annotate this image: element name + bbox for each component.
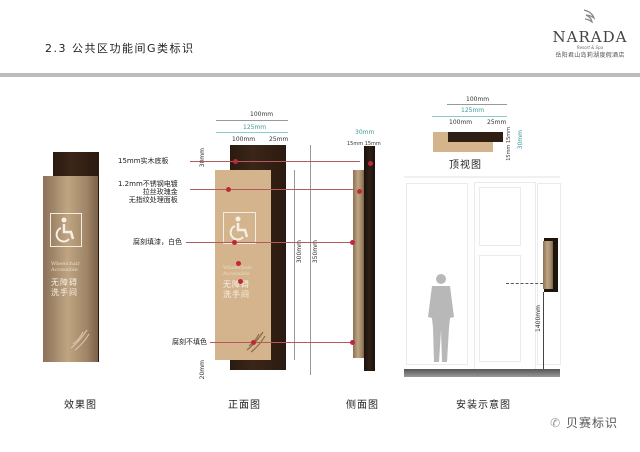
height-dim-line bbox=[543, 292, 544, 369]
side-wood-backing bbox=[364, 146, 375, 371]
dim-front-top-margin: 30mm bbox=[199, 148, 206, 168]
annotation-etch-no-fill: 腐刻不填色 bbox=[172, 338, 207, 346]
caption-install-view: 安装示意图 bbox=[456, 400, 511, 411]
sign-chinese-text: 无障碍洗手间 bbox=[51, 278, 78, 297]
caption-top-view: 顶视图 bbox=[449, 160, 482, 171]
annotation-panel-material: 1.2mm不锈钢电镀 拉丝玫瑰金 无指纹处理面板 bbox=[118, 180, 178, 204]
annotation-dot bbox=[232, 240, 237, 245]
dim-install-height: 1400mm bbox=[535, 305, 542, 332]
side-metal-panel bbox=[353, 170, 364, 358]
top-wood-backing bbox=[448, 132, 503, 142]
person-silhouette-icon bbox=[425, 272, 457, 368]
dim-line bbox=[216, 132, 288, 133]
caption-side-view: 侧面图 bbox=[346, 400, 379, 411]
dim-top-layers: 15mm 15mm bbox=[506, 127, 512, 161]
brand-logo: NARADA Resort & Spa 岳阳君山岛莉湖度假酒店 bbox=[545, 8, 635, 61]
door-panel-upper bbox=[479, 187, 521, 246]
annotation-dot bbox=[350, 340, 355, 345]
dim-top-panel: 100mm bbox=[449, 119, 473, 126]
dim-front-panel-width: 100mm bbox=[232, 136, 256, 143]
brand-tagline: Resort & Spa bbox=[576, 45, 604, 50]
annotation-dot bbox=[236, 261, 241, 266]
watermark-text: 贝赛标识 bbox=[565, 416, 618, 430]
annotation-dot bbox=[368, 161, 373, 166]
dim-front-bottom-margin: 20mm bbox=[199, 360, 206, 380]
floor bbox=[404, 369, 560, 377]
dim-front-offset: 25mm bbox=[269, 136, 289, 143]
annotation-etch-fill-white: 腐刻填漆，白色 bbox=[133, 238, 182, 246]
wall-panel-right bbox=[537, 183, 561, 365]
wheelchair-accessible-icon bbox=[50, 213, 82, 247]
dim-line bbox=[310, 145, 311, 375]
leader-line bbox=[186, 242, 360, 243]
annotation-dot bbox=[350, 240, 355, 245]
dim-line bbox=[216, 120, 288, 121]
caption-front-view: 正面图 bbox=[228, 400, 261, 411]
installed-sign-panel bbox=[543, 241, 553, 289]
dim-line bbox=[294, 170, 295, 360]
leader-line bbox=[190, 161, 360, 162]
watermark: ✆ 贝赛标识 bbox=[550, 414, 618, 431]
dim-front-top-total: 100mm bbox=[250, 111, 274, 118]
dim-side-layers: 15mm 15mm bbox=[347, 141, 381, 147]
feather-wing-icon bbox=[545, 8, 635, 29]
dim-line bbox=[432, 116, 507, 117]
annotation-dot bbox=[251, 340, 256, 345]
door-panel-lower bbox=[479, 255, 521, 362]
wechat-icon: ✆ bbox=[550, 416, 562, 430]
caption-effect-view: 效果图 bbox=[64, 400, 97, 411]
annotation-dot bbox=[238, 279, 243, 284]
leader-line bbox=[190, 189, 360, 190]
wheelchair-accessible-icon bbox=[223, 212, 256, 244]
dim-front-panel-height: 300mm bbox=[296, 240, 303, 264]
brand-name: NARADA bbox=[552, 28, 628, 46]
dim-side-total: 30mm bbox=[355, 129, 375, 136]
dim-top-total: 100mm bbox=[466, 96, 490, 103]
feather-ornament-icon bbox=[69, 328, 91, 356]
leader-line bbox=[210, 342, 360, 343]
wall-panel-left bbox=[406, 183, 468, 365]
wall-cornice bbox=[404, 176, 560, 178]
annotation-wood-base: 15mm实木底板 bbox=[118, 157, 169, 165]
dim-top-depth: 30mm bbox=[517, 130, 524, 150]
sign-center-guide bbox=[506, 283, 543, 284]
annotation-dot bbox=[357, 189, 362, 194]
feather-ornament-icon bbox=[245, 330, 267, 358]
section-title: 2.3 公共区功能间G类标识 bbox=[45, 42, 195, 55]
annotation-dot bbox=[226, 187, 231, 192]
dim-front-total-height: 350mm bbox=[312, 240, 319, 264]
dim-front-overall: 125mm bbox=[243, 124, 267, 131]
hotel-name: 岳阳君山岛莉湖度假酒店 bbox=[555, 52, 625, 59]
dim-top-offset: 25mm bbox=[487, 119, 507, 126]
dim-top-overall: 125mm bbox=[461, 107, 485, 114]
sign-chinese-text: 无障碍洗手间 bbox=[223, 280, 250, 299]
dim-line bbox=[447, 104, 507, 105]
annotation-dot bbox=[233, 159, 238, 164]
header-divider bbox=[0, 73, 640, 77]
